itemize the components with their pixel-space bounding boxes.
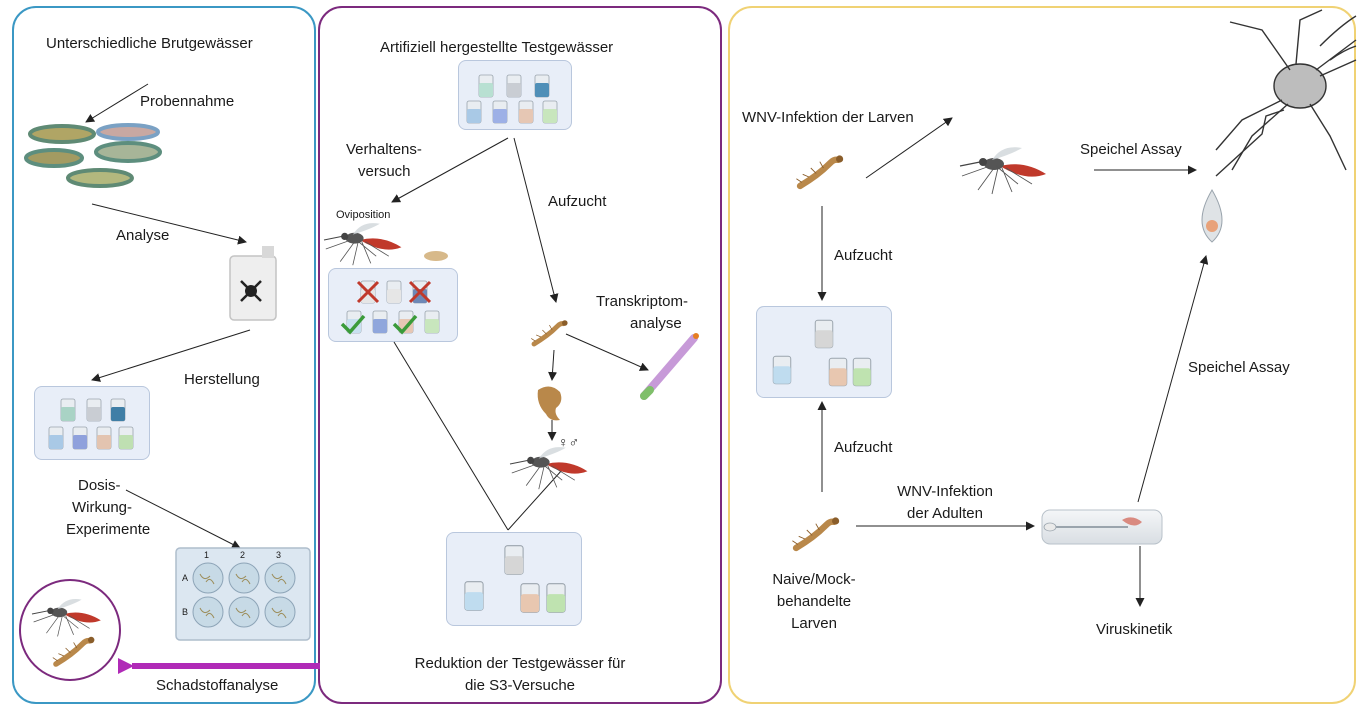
label-schadstoffanalyse: Schadstoffanalyse (156, 677, 279, 694)
pupa-icon (537, 386, 562, 421)
label-analyse: Analyse (116, 227, 170, 244)
plate-col-1: 1 (204, 550, 210, 560)
label-aufzucht-bottom: Aufzucht (834, 439, 893, 456)
result-circle (19, 579, 121, 681)
label-transkriptom-2: analyse (630, 315, 682, 332)
label-wnv-larven: WNV-Infektion der Larven (742, 109, 914, 126)
sex-symbols: ♀♂ (558, 434, 579, 450)
label-probennahme: Probennahme (140, 93, 235, 110)
label-dosis-1: Dosis- (78, 477, 121, 494)
swab-tube-icon (1041, 509, 1163, 545)
label-aufzucht-p2: Aufzucht (548, 193, 607, 210)
transkriptom-tube-icon (640, 333, 699, 400)
saliva-droplet-icon (1201, 189, 1223, 243)
label-naive-1: Naive/Mock- (772, 571, 856, 588)
label-herstellung: Herstellung (184, 371, 260, 388)
label-oviposition: Oviposition (336, 209, 391, 221)
label-speichel-top: Speichel Assay (1080, 141, 1182, 158)
label-dosis-3: Experimente (66, 521, 151, 538)
label-naive-3: Larven (791, 615, 837, 632)
label-viruskinetik: Viruskinetik (1096, 621, 1173, 638)
panel-brutgewaesser (12, 6, 316, 704)
plate-row-b: B (182, 607, 189, 617)
label-aufzucht-top: Aufzucht (834, 247, 893, 264)
label-wnv-adulten-1: WNV-Infektion (897, 483, 993, 500)
label-reduktion-1: Reduktion der Testgewässer für (414, 655, 626, 672)
label-reduktion-2: die S3-Versuche (464, 677, 576, 694)
label-verhaltens-2: versuch (358, 163, 411, 180)
panel-testgewaesser (318, 6, 722, 704)
brutgewaesser-icons (24, 123, 162, 188)
title-testgewaesser: Artifiziell hergestellte Testgewässer (380, 39, 614, 56)
label-speichel-right: Speichel Assay (1188, 359, 1290, 376)
label-dosis-2: Wirkung- (72, 499, 133, 516)
panel-wnv-infektion (728, 6, 1356, 704)
label-transkriptom-1: Transkriptom- (596, 293, 688, 310)
label-verhaltens-1: Verhaltens- (346, 141, 422, 158)
large-mosquito-illustration (1215, 9, 1357, 177)
skull-crossbones-icon (229, 246, 277, 321)
plate-col-2: 2 (240, 550, 246, 560)
label-wnv-adulten-2: der Adulten (907, 505, 983, 522)
title-brutgewaesser: Unterschiedliche Brutgewässer (46, 35, 253, 52)
plate-col-3: 3 (276, 550, 282, 560)
well-plate (175, 547, 311, 641)
label-naive-2: behandelte (776, 593, 852, 610)
plate-row-a: A (182, 573, 189, 583)
